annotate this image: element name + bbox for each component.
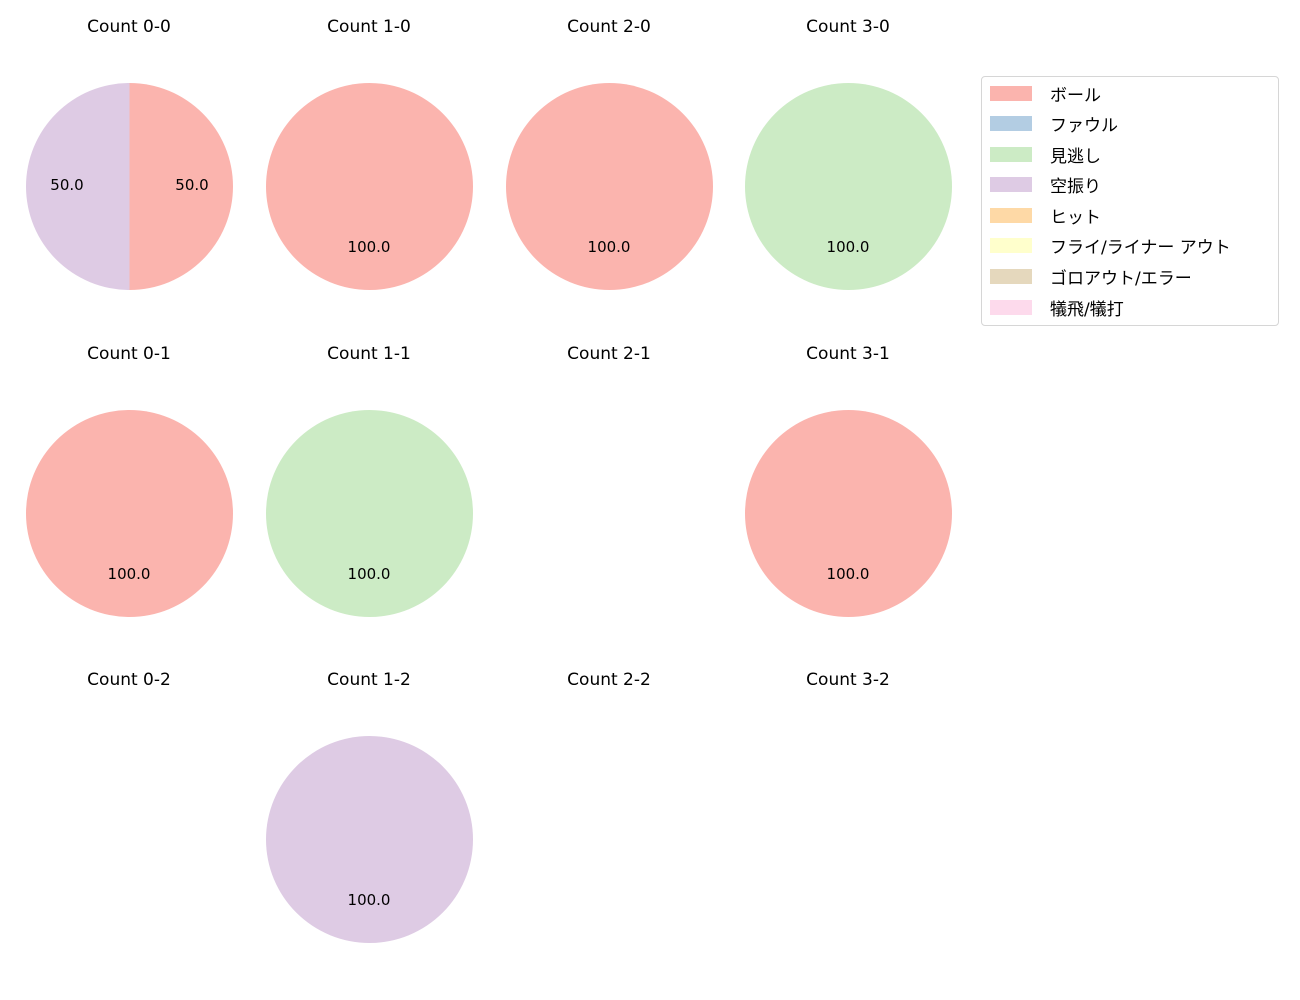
panel-title: Count 1-2 (327, 670, 411, 690)
slice-label: 100.0 (826, 565, 870, 583)
legend: ボール ファウル 見逃し 空振り ヒット フライ/ライナー アウト ゴロアウト/… (981, 76, 1279, 326)
panel-title: Count 2-0 (567, 17, 651, 37)
legend-swatch (990, 176, 1032, 192)
legend-item: ボール (990, 83, 1101, 106)
legend-swatch (990, 85, 1032, 101)
legend-label: フライ/ライナー アウト (1050, 237, 1231, 258)
legend-swatch (990, 237, 1032, 253)
panel-title: Count 3-2 (806, 670, 890, 690)
pie-count-1-0 (266, 83, 473, 290)
panel-title: Count 0-1 (87, 344, 171, 364)
pie-count-1-1 (266, 410, 473, 617)
legend-swatch (990, 146, 1032, 162)
legend-item: ヒット (990, 205, 1101, 228)
pie-count-3-0 (745, 83, 952, 290)
panel-title: Count 2-2 (567, 670, 651, 690)
panel-title: Count 3-0 (806, 17, 890, 37)
legend-item: 空振り (990, 174, 1101, 197)
slice-label: 50.0 (175, 176, 209, 194)
slice-label: 100.0 (347, 565, 391, 583)
slice-label: 100.0 (826, 238, 870, 256)
slice-label: 50.0 (50, 176, 84, 194)
legend-swatch (990, 299, 1032, 315)
slice-label: 100.0 (107, 565, 151, 583)
pie-count-2-0 (506, 83, 713, 290)
legend-swatch (990, 115, 1032, 131)
pie-count-0-0 (26, 83, 233, 290)
slice-label: 100.0 (587, 238, 631, 256)
legend-label: 空振り (1050, 176, 1101, 197)
panel-title: Count 2-1 (567, 344, 651, 364)
slice-label: 100.0 (347, 238, 391, 256)
panel-title: Count 0-2 (87, 670, 171, 690)
legend-swatch (990, 207, 1032, 223)
legend-label: 犠飛/犠打 (1050, 299, 1124, 320)
legend-label: 見逃し (1050, 146, 1101, 167)
legend-item: 見逃し (990, 144, 1101, 167)
legend-item: 犠飛/犠打 (990, 297, 1124, 320)
panel-title: Count 1-1 (327, 344, 411, 364)
legend-item: ファウル (990, 113, 1118, 136)
legend-label: ゴロアウト/エラー (1050, 268, 1192, 289)
pie-count-1-2 (266, 736, 473, 943)
legend-label: ファウル (1050, 115, 1118, 136)
legend-item: フライ/ライナー アウト (990, 235, 1231, 258)
panel-title: Count 0-0 (87, 17, 171, 37)
legend-item: ゴロアウト/エラー (990, 266, 1192, 289)
slice-label: 100.0 (347, 891, 391, 909)
panel-title: Count 3-1 (806, 344, 890, 364)
legend-label: ボール (1050, 85, 1101, 106)
pie-count-3-1 (745, 410, 952, 617)
panel-title: Count 1-0 (327, 17, 411, 37)
legend-swatch (990, 268, 1032, 284)
pie-count-0-1 (26, 410, 233, 617)
legend-label: ヒット (1050, 207, 1101, 228)
